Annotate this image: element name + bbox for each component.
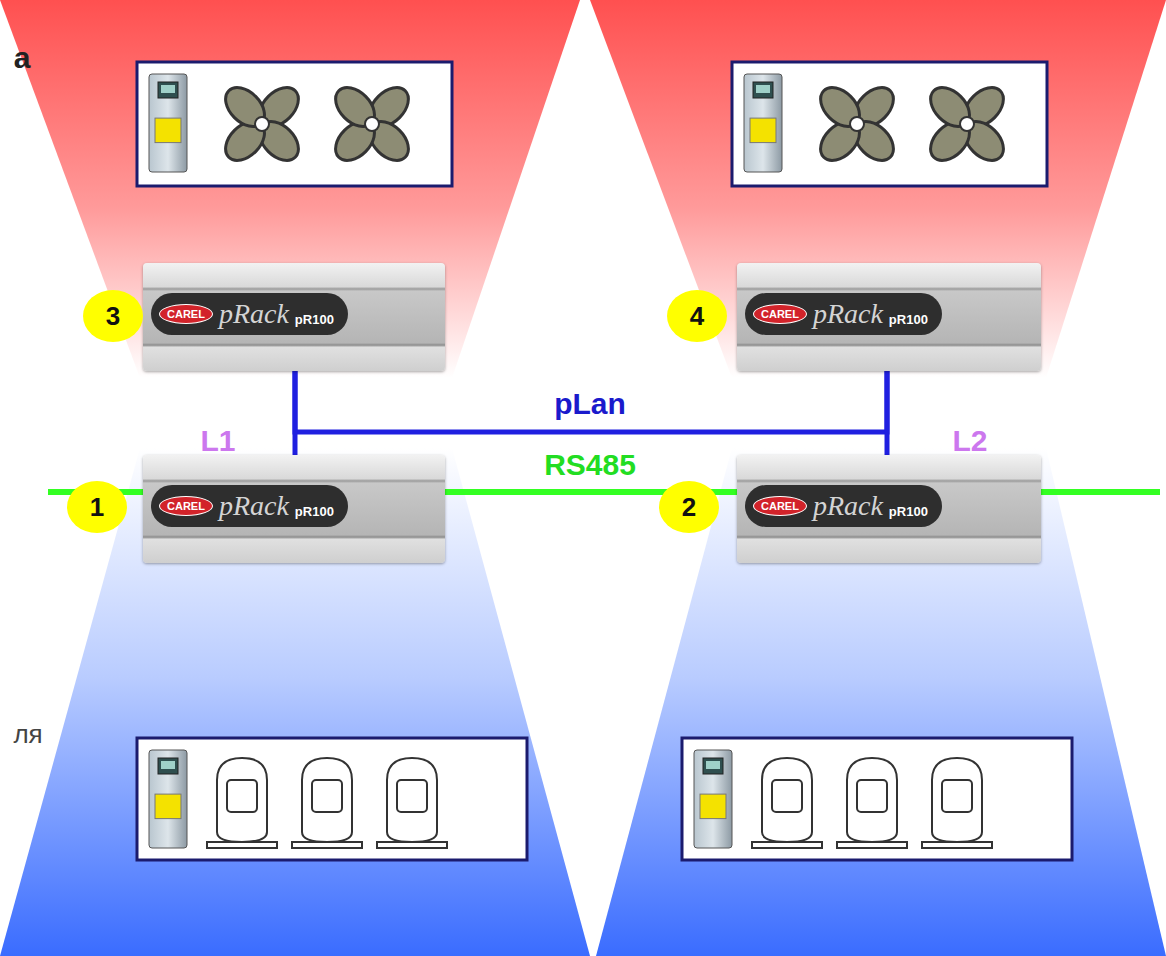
line-name: L2 xyxy=(952,426,987,456)
brand-logo: CAREL xyxy=(753,496,807,516)
inverter-drive xyxy=(149,750,187,848)
inverter-drive xyxy=(694,750,732,848)
bus-name: RS485 xyxy=(544,450,636,480)
product-name: pRack xyxy=(219,298,289,330)
compressor-symbol xyxy=(752,758,822,848)
plan-link xyxy=(295,371,887,432)
product-name: pRack xyxy=(813,298,883,330)
model-name: pR100 xyxy=(889,494,928,519)
model-name: pR100 xyxy=(889,302,928,327)
compressor-symbol xyxy=(837,758,907,848)
callout-number: 2 xyxy=(659,481,719,533)
brand-logo: CAREL xyxy=(159,304,213,324)
controller-front: CAREL pRackpR100 xyxy=(745,293,942,335)
compressor-symbol xyxy=(922,758,992,848)
product-name: pRack xyxy=(219,490,289,522)
callout-number: 3 xyxy=(83,290,143,342)
brand-logo: CAREL xyxy=(753,304,807,324)
fan-symbol xyxy=(328,80,416,168)
fan-symbol xyxy=(218,80,306,168)
compressor-equipment xyxy=(137,738,527,860)
controller-front: CAREL pRackpR100 xyxy=(151,485,348,527)
condenser-equipment xyxy=(137,62,452,186)
controller-front: CAREL pRackpR100 xyxy=(151,293,348,335)
product-name: pRack xyxy=(813,490,883,522)
brand-logo: CAREL xyxy=(159,496,213,516)
controller-box: CAREL pRackpR100 xyxy=(143,455,445,563)
cut-caption: ля xyxy=(13,721,42,747)
condenser-zone xyxy=(0,0,580,378)
network-name: pLan xyxy=(554,389,626,419)
cut-heading: а xyxy=(14,43,31,73)
model-name: pR100 xyxy=(295,302,334,327)
callout-number: 4 xyxy=(667,290,727,342)
callout-number: 1 xyxy=(67,481,127,533)
compressor-symbol xyxy=(292,758,362,848)
inverter-drive xyxy=(149,74,187,172)
compressor-symbol xyxy=(207,758,277,848)
condenser-zone xyxy=(590,0,1166,378)
compressor-zone xyxy=(0,448,590,956)
condenser-equipment xyxy=(732,62,1047,186)
compressor-symbol xyxy=(377,758,447,848)
controller-front: CAREL pRackpR100 xyxy=(745,485,942,527)
line-name: L1 xyxy=(200,426,235,456)
controller-box: CAREL pRackpR100 xyxy=(737,455,1041,563)
fan-symbol xyxy=(923,80,1011,168)
plan-link xyxy=(293,371,298,455)
model-name: pR100 xyxy=(295,494,334,519)
compressor-zone xyxy=(596,448,1166,956)
inverter-drive xyxy=(744,74,782,172)
controller-box: CAREL pRackpR100 xyxy=(737,263,1041,371)
controller-box: CAREL pRackpR100 xyxy=(143,263,445,371)
plan-link xyxy=(885,371,890,455)
fan-symbol xyxy=(813,80,901,168)
compressor-equipment xyxy=(682,738,1072,860)
